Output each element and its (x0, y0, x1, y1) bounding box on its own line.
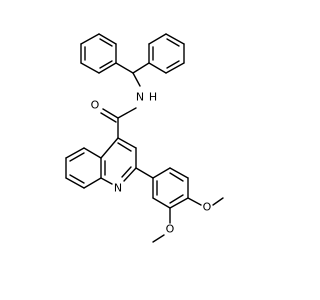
amide-group (100, 107, 137, 139)
dimethoxyphenyl-ring (152, 167, 189, 209)
methoxy-group-para (187, 197, 224, 206)
atom-label-amide-nitrogen: N (136, 91, 144, 104)
atom-label-methoxy-oxygen-top: O (203, 201, 212, 214)
quinoline-benzo-ring (65, 147, 102, 189)
molecule-drawing: O N H N O O (65, 33, 224, 243)
benzhydryl-linker (115, 62, 150, 87)
structure-canvas: O N H N O O (65, 33, 224, 243)
atom-label-carbonyl-oxygen: O (91, 99, 100, 112)
atom-label-quinoline-nitrogen: N (114, 182, 122, 195)
quinoline-pyridine-ring (100, 137, 137, 185)
atom-label-methoxy-oxygen-bottom: O (166, 223, 175, 236)
phenyl-ring-left (80, 33, 117, 74)
biaryl-bond (135, 167, 154, 179)
methoxy-group-meta (152, 207, 171, 243)
atom-label-amide-hydrogen: H (149, 91, 157, 104)
phenyl-ring-right (148, 33, 185, 74)
